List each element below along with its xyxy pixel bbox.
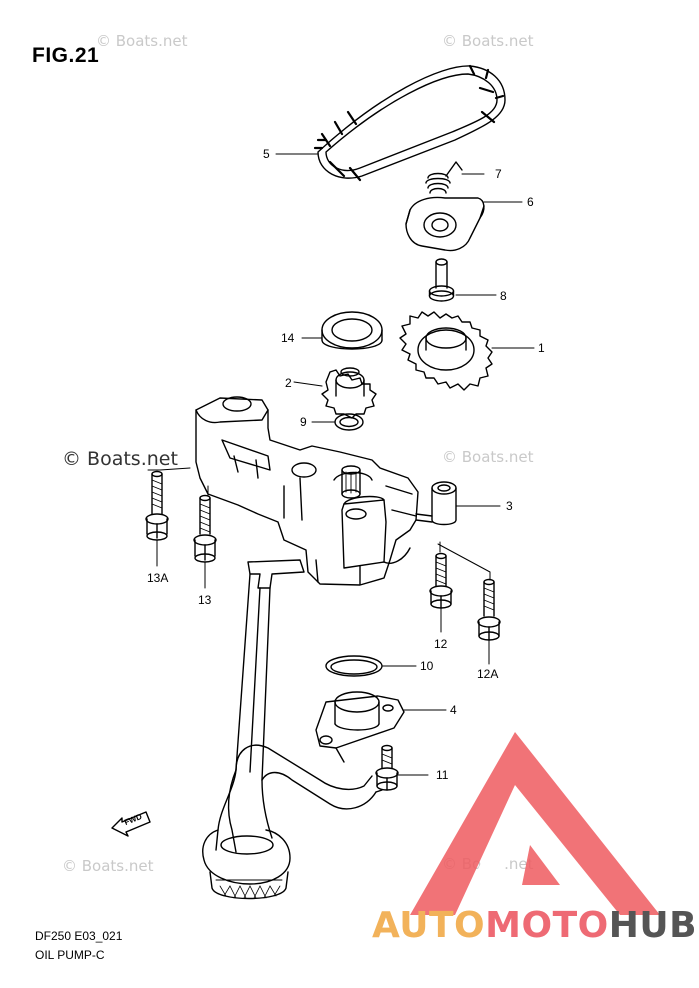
callout-4: 4: [450, 703, 457, 717]
callout-7: 7: [495, 167, 502, 181]
watermark: © Boats.net: [62, 857, 154, 875]
callout-8: 8: [500, 289, 507, 303]
pump-gear: [321, 367, 377, 419]
brand-part-hub: HUB: [608, 905, 698, 946]
bolt-12a: [477, 578, 501, 641]
callout-13a: 13A: [147, 571, 169, 585]
watermark: © Boats.net: [96, 32, 188, 50]
drive-sprocket: [399, 311, 493, 391]
callout-13: 13: [198, 593, 212, 607]
fwd-arrow-icon: [111, 811, 151, 837]
watermark: © Boats.net: [442, 32, 534, 50]
tensioner-pin: [428, 258, 455, 302]
callout-3: 3: [506, 499, 513, 513]
oil-pickup-tube: [215, 559, 383, 853]
chain-tensioner: [405, 196, 485, 252]
diagram-name: OIL PUMP-C: [35, 948, 105, 962]
callout-12: 12: [434, 637, 448, 651]
callout-10: 10: [420, 659, 434, 673]
callout-2: 2: [285, 376, 292, 390]
bolt-13: [193, 494, 217, 563]
brand-part-moto: MOTO: [485, 905, 609, 946]
callout-9: 9: [300, 415, 307, 429]
oil-strainer: [202, 829, 291, 900]
watermark: © Boats.net: [62, 448, 178, 470]
brand-part-auto: AUTO: [372, 905, 486, 946]
diagram-code: DF250 E03_021: [35, 929, 123, 943]
callout-6: 6: [527, 195, 534, 209]
oil-pump-body: [195, 396, 419, 586]
brand-wordmark: AUTOMOTOHUB: [372, 905, 697, 946]
bolt-12: [429, 552, 453, 609]
callout-14: 14: [281, 331, 295, 345]
callout-5: 5: [263, 147, 270, 161]
bolt-11: [375, 744, 399, 791]
callout-12a: 12A: [477, 667, 499, 681]
tensioner-spring: [425, 161, 463, 194]
callout-11: 11: [436, 768, 449, 782]
figure-title: FIG.21: [32, 44, 100, 67]
oil-seal: [321, 311, 383, 350]
leader-lines: [147, 153, 535, 776]
pump-shaft: [341, 465, 361, 499]
pump-mount-boss: [415, 481, 457, 526]
o-ring: [325, 655, 383, 677]
timing-chain: [313, 64, 506, 182]
bolt-13a: [145, 470, 169, 541]
watermark: © Boats.net: [442, 448, 534, 466]
callout-1: 1: [538, 341, 545, 355]
oil-strainer-flange: [315, 691, 405, 749]
